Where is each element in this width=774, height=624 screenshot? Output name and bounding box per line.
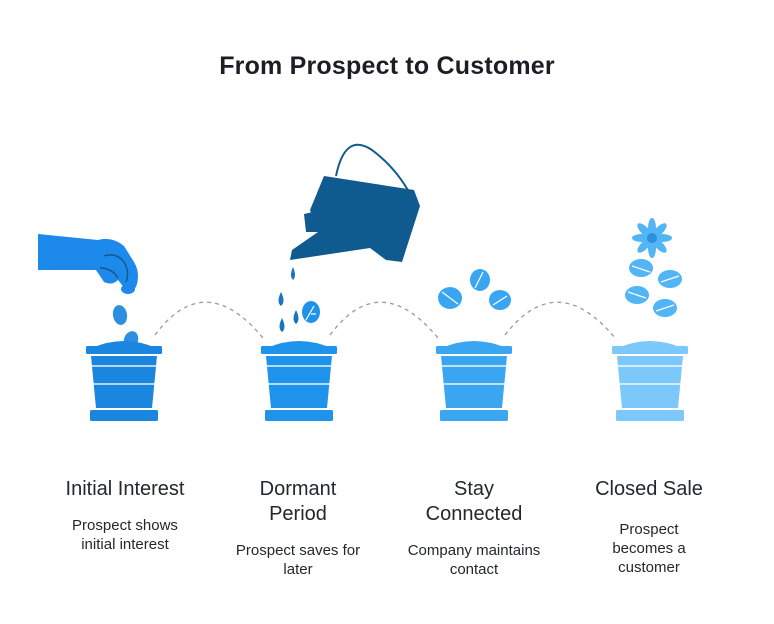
water-drop-icon <box>291 267 295 280</box>
water-drop-icon <box>293 310 299 324</box>
leaf-group-stage-3 <box>438 269 511 310</box>
leaf-group-stage-4 <box>625 259 682 317</box>
leaf-icon <box>302 301 320 323</box>
stage-initial-interest: Initial Interest Prospect shows initial … <box>40 477 210 554</box>
stage-title: Stay Connected <box>425 478 523 525</box>
stage-stay-connected: Stay Connected Company maintains contact <box>389 477 559 579</box>
hand-icon <box>38 234 138 294</box>
stage-dormant-period: Dormant Period Prospect saves for later <box>213 477 383 579</box>
seed-icon <box>112 305 128 325</box>
page-title: From Prospect to Customer <box>219 52 555 80</box>
watering-can-icon <box>290 143 420 262</box>
pot-icon <box>86 341 162 421</box>
stage-title: Dormant Period <box>259 478 337 525</box>
connector-2-3 <box>329 301 439 339</box>
leaf-icon <box>658 270 682 288</box>
stage-closed-sale: Closed Sale Prospect becomes a customer <box>564 477 734 577</box>
stage-description: Company maintains contact <box>407 542 541 578</box>
leaf-icon <box>438 287 462 309</box>
leaf-icon <box>625 286 649 304</box>
connector-group <box>154 301 616 339</box>
pot-icon <box>612 341 688 421</box>
stage-description: Prospect shows initial interest <box>72 517 178 553</box>
water-drop-group <box>278 267 299 332</box>
leaf-icon <box>470 269 490 291</box>
leaf-icon <box>489 290 511 310</box>
pot-icon <box>436 341 512 421</box>
stage-description: Prospect becomes a customer <box>612 521 686 576</box>
stage-description: Prospect saves for later <box>235 542 361 578</box>
flower-icon <box>632 218 672 258</box>
connector-1-2 <box>154 301 264 339</box>
leaf-icon <box>653 299 677 317</box>
stage-title: Closed Sale <box>595 478 703 500</box>
water-drop-icon <box>278 292 284 306</box>
pot-icon <box>261 341 337 421</box>
water-drop-icon <box>279 318 285 332</box>
connector-3-4 <box>504 301 616 339</box>
pot-group <box>86 341 688 421</box>
leaf-icon <box>629 259 653 277</box>
stage-title: Initial Interest <box>65 478 185 500</box>
